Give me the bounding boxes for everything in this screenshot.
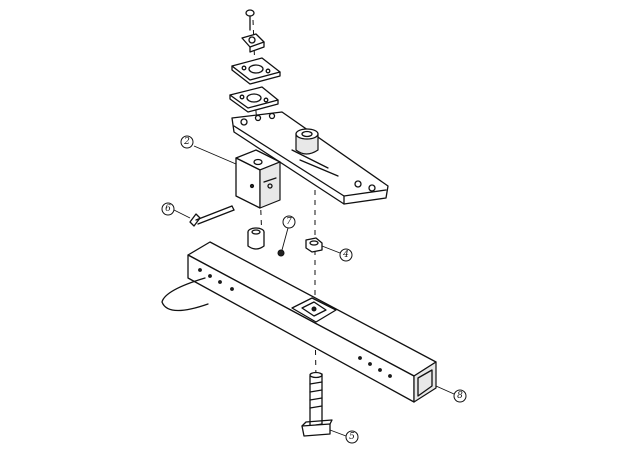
leader-part-6 <box>173 209 191 219</box>
callout-label: 5 <box>349 432 355 442</box>
top-cross-beam <box>231 111 389 205</box>
leader-part-4 <box>321 245 341 254</box>
callout-label: 8 <box>457 391 463 401</box>
callout-part-2: 2 <box>180 135 194 149</box>
side-bolt <box>189 205 235 227</box>
bracket-block <box>235 149 281 209</box>
small-pin <box>277 249 285 257</box>
callout-label: 4 <box>342 250 349 260</box>
callout-part-5: 5 <box>345 430 359 444</box>
leader-part-8 <box>435 385 455 395</box>
spacer-bushing <box>247 227 265 250</box>
middle-plate <box>229 86 279 113</box>
hex-nut <box>305 237 323 253</box>
leader-part-5 <box>329 429 347 437</box>
bottom-bolt <box>301 371 333 437</box>
leader-part-2 <box>193 145 237 165</box>
callout-part-6: 6 <box>161 202 175 216</box>
upper-plate <box>231 57 281 85</box>
callout-part-4: 4 <box>339 248 353 262</box>
leader-part-7 <box>281 227 289 251</box>
callout-part-7: 7 <box>282 215 296 229</box>
callout-label: 7 <box>286 217 292 227</box>
top-screw <box>245 9 255 31</box>
top-clip <box>241 33 265 53</box>
main-tube-beam <box>161 241 437 403</box>
callout-label: 6 <box>165 204 171 214</box>
callout-part-8: 8 <box>453 389 467 403</box>
callout-label: 2 <box>183 137 190 147</box>
